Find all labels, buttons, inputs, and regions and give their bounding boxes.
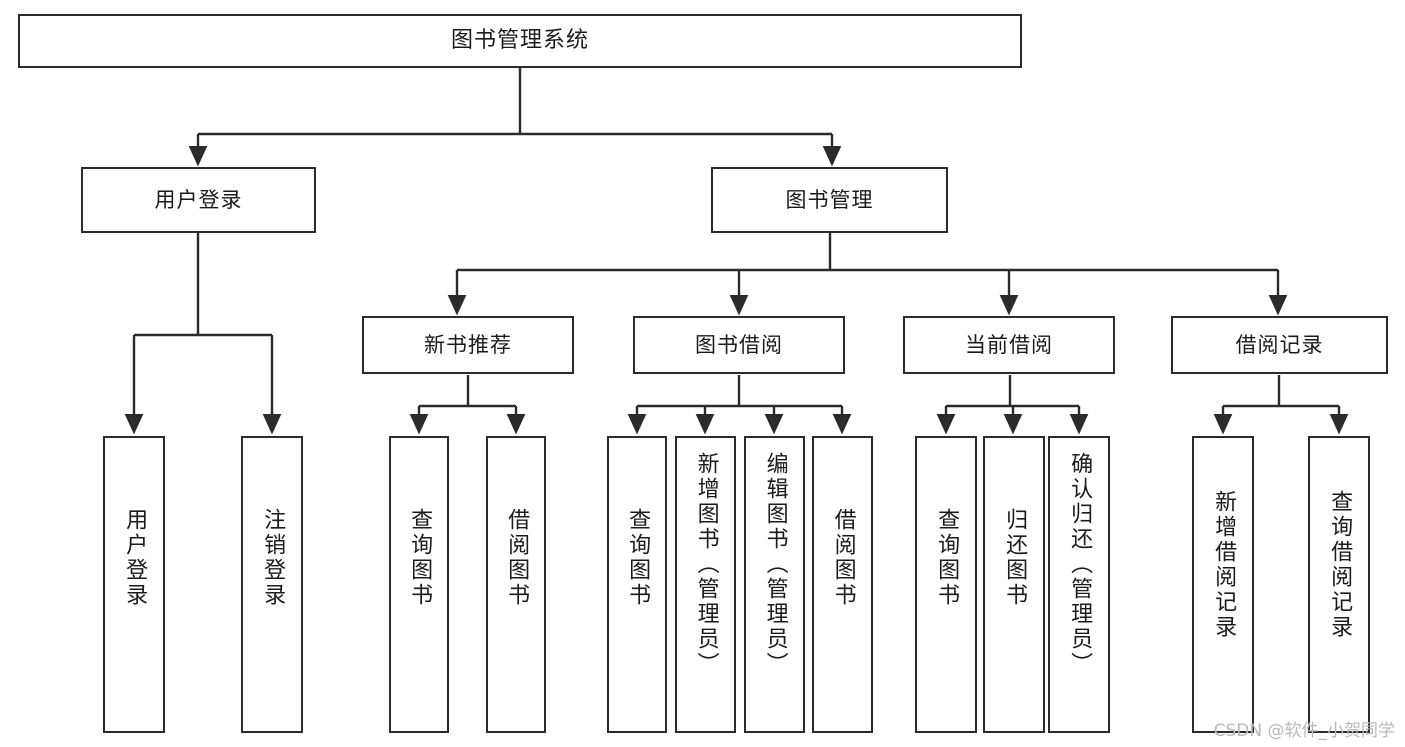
node-new-book-recommend[interactable]: 新书推荐 (362, 316, 574, 374)
node-leaf-query-borrow-record[interactable]: 查询借阅记录 (1308, 436, 1370, 733)
node-borrow-record[interactable]: 借阅记录 (1171, 316, 1388, 374)
node-leaf-borrow-query-book-label: 查询图书 (625, 508, 651, 608)
node-leaf-newbook-borrow-book[interactable]: 借阅图书 (486, 436, 546, 733)
node-borrow-record-label: 借阅记录 (1235, 332, 1324, 357)
node-leaf-current-query-book[interactable]: 查询图书 (915, 436, 977, 733)
node-leaf-return-book[interactable]: 归还图书 (983, 436, 1045, 733)
node-leaf-return-book-label: 归还图书 (1002, 508, 1028, 608)
node-leaf-logout[interactable]: 注销登录 (241, 436, 303, 733)
node-user-login[interactable]: 用户登录 (81, 167, 316, 233)
node-leaf-confirm-return-admin[interactable]: 确认归还（管理员） (1048, 436, 1110, 733)
node-leaf-current-query-book-label: 查询图书 (934, 508, 960, 608)
node-book-borrow-label: 图书借阅 (695, 332, 783, 357)
node-leaf-edit-book-admin-label: 编辑图书（管理员） (762, 452, 788, 677)
node-root-system[interactable]: 图书管理系统 (18, 14, 1022, 68)
node-leaf-borrow-book-label: 借阅图书 (830, 508, 856, 608)
watermark-text: CSDN @软件_小贺同学 (1213, 721, 1395, 741)
node-new-book-recommend-label: 新书推荐 (424, 332, 512, 357)
node-leaf-confirm-return-admin-label: 确认归还（管理员） (1067, 452, 1093, 677)
node-leaf-borrow-book[interactable]: 借阅图书 (812, 436, 873, 733)
node-root-system-label: 图书管理系统 (450, 28, 589, 54)
node-leaf-user-login-label: 用户登录 (122, 508, 148, 608)
node-current-borrow[interactable]: 当前借阅 (903, 316, 1115, 374)
node-user-login-label: 用户登录 (154, 187, 243, 212)
node-leaf-edit-book-admin[interactable]: 编辑图书（管理员） (744, 436, 805, 733)
node-current-borrow-label: 当前借阅 (965, 332, 1053, 357)
node-leaf-add-book-admin[interactable]: 新增图书（管理员） (675, 436, 736, 733)
node-leaf-newbook-query-book[interactable]: 查询图书 (389, 436, 449, 733)
node-leaf-borrow-query-book[interactable]: 查询图书 (607, 436, 667, 733)
node-leaf-query-borrow-record-label: 查询借阅记录 (1327, 490, 1353, 640)
node-leaf-add-borrow-record-label: 新增借阅记录 (1211, 490, 1237, 640)
node-leaf-add-book-admin-label: 新增图书（管理员） (693, 452, 719, 677)
node-leaf-add-borrow-record[interactable]: 新增借阅记录 (1192, 436, 1254, 733)
node-book-management[interactable]: 图书管理 (711, 167, 948, 233)
node-leaf-newbook-query-book-label: 查询图书 (407, 508, 433, 608)
node-leaf-user-login[interactable]: 用户登录 (103, 436, 165, 733)
node-book-borrow[interactable]: 图书借阅 (633, 316, 845, 374)
node-book-management-label: 图书管理 (785, 187, 874, 212)
node-leaf-logout-label: 注销登录 (260, 508, 286, 608)
node-leaf-newbook-borrow-book-label: 借阅图书 (504, 508, 530, 608)
